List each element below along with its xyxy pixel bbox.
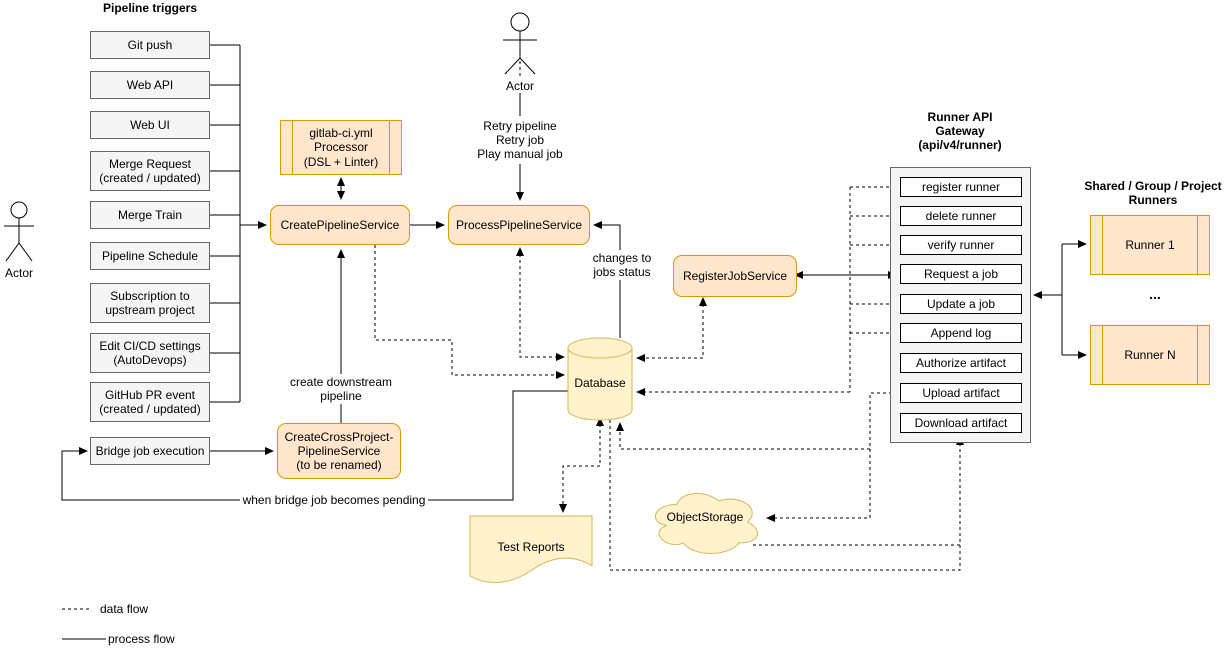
trigger-edit-cicd-settings: Edit CI/CD settings (AutoDevops)	[90, 333, 210, 373]
trigger-web-api: Web API	[90, 71, 210, 99]
runners-ellipsis: ...	[1149, 285, 1161, 302]
object-storage-shape	[654, 492, 758, 554]
bridge-pending-label: when bridge job becomes pending	[240, 493, 428, 508]
endpoint-request-a-job: Request a job	[900, 264, 1022, 284]
endpoint-delete-runner: delete runner	[900, 206, 1022, 226]
actor-top-icon	[503, 12, 537, 75]
test-reports-label: Test Reports	[497, 540, 565, 555]
legend-data-flow-label: data flow	[100, 601, 149, 616]
runners-title: Shared / Group / Project Runners	[1084, 178, 1222, 207]
endpoint-verify-runner: verify runner	[900, 235, 1022, 255]
trigger-bridge-job-execution: Bridge job execution	[90, 437, 210, 465]
runner-api-gateway-title: Runner API Gateway (api/v4/runner)	[918, 109, 1002, 153]
register-job-service: RegisterJobService	[673, 255, 797, 297]
trigger-merge-train: Merge Train	[90, 201, 210, 229]
trigger-pipeline-schedule: Pipeline Schedule	[90, 242, 210, 270]
endpoint-authorize-artifact: Authorize artifact	[900, 353, 1022, 373]
trigger-subscription: Subscription to upstream project	[90, 283, 210, 323]
endpoint-register-runner: register runner	[900, 177, 1022, 197]
retry-actions-label: Retry pipeline Retry job Play manual job	[452, 116, 588, 164]
endpoint-download-artifact: Download artifact	[900, 413, 1022, 433]
create-pipeline-service: CreatePipelineService	[270, 205, 410, 245]
test-reports-shape	[469, 515, 593, 584]
actor-left-icon	[4, 201, 34, 262]
legend-process-flow-label: process flow	[108, 631, 175, 646]
runner-1: Runner 1	[1090, 215, 1210, 275]
trigger-web-ui: Web UI	[90, 111, 210, 139]
endpoint-upload-artifact: Upload artifact	[900, 383, 1022, 403]
object-storage-label: ObjectStorage	[666, 510, 744, 525]
trigger-git-push: Git push	[90, 31, 210, 59]
trigger-github-pr-event: GitHub PR event (created / updated)	[90, 382, 210, 422]
endpoint-append-log: Append log	[900, 323, 1022, 343]
actor-top-label: Actor	[505, 79, 534, 94]
create-cross-project-pipeline-service: CreateCrossProject- PipelineService (to …	[277, 423, 401, 479]
changes-to-jobs-status-label: changes to jobs status	[590, 250, 654, 280]
database-label: Database	[574, 376, 626, 391]
trigger-merge-request: Merge Request (created / updated)	[90, 151, 210, 191]
process-pipeline-service: ProcessPipelineService	[448, 205, 590, 245]
data-flow-lines	[62, 61, 964, 610]
actor-left-label: Actor	[4, 266, 33, 281]
endpoint-update-a-job: Update a job	[900, 294, 1022, 314]
create-downstream-pipeline-label: create downstream pipeline	[286, 374, 396, 404]
pipeline-triggers-title: Pipeline triggers	[102, 0, 198, 15]
gitlab-ci-yml-processor: gitlab-ci.yml Processor (DSL + Linter)	[280, 120, 402, 175]
runner-n: Runner N	[1090, 325, 1210, 385]
database-shape	[567, 337, 633, 421]
